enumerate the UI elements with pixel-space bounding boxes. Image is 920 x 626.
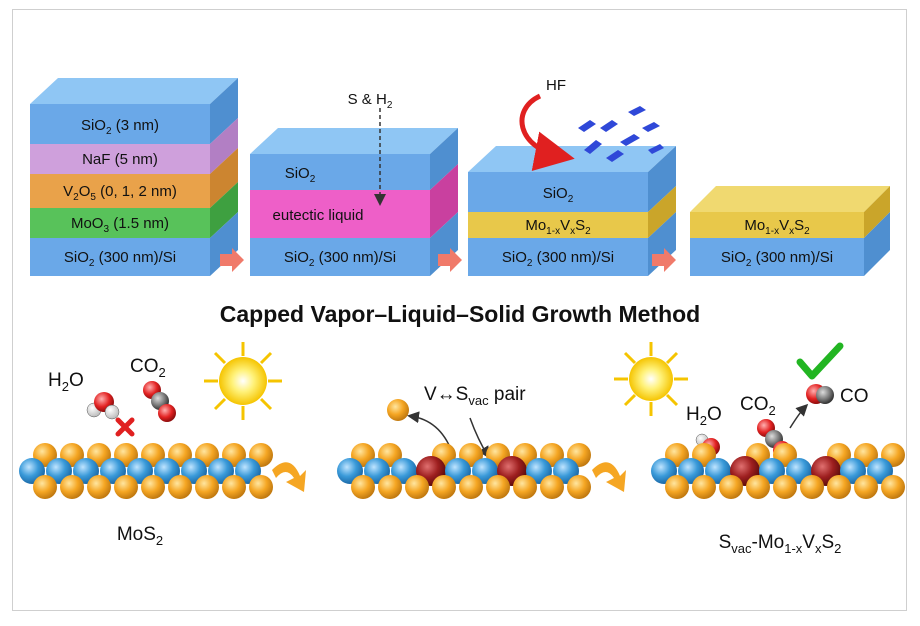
stack1-top-face	[30, 78, 238, 104]
layer-moo3	[30, 208, 210, 238]
label-moo3: MoO3 (1.5 nm)	[71, 215, 169, 235]
layer-substrate-1	[30, 238, 210, 276]
s-atom	[486, 475, 510, 499]
h2o-molecule-1	[86, 392, 120, 420]
label-sio2-etched: SiO2	[543, 185, 574, 205]
stack-1	[30, 78, 238, 276]
layer-substrate-4	[690, 238, 864, 276]
ejected-s-atom	[387, 399, 409, 421]
mos2-lattice	[19, 443, 273, 499]
label-substrate-1: SiO2 (300 nm)/Si	[64, 249, 176, 269]
layer-film-4	[690, 212, 864, 238]
label-substrate-2: SiO2 (300 nm)/Si	[284, 249, 396, 269]
s-atom	[405, 475, 429, 499]
label-film-3: Mo1-xVxS2	[525, 217, 591, 237]
s-atom	[87, 475, 111, 499]
layer-eutectic	[250, 190, 430, 238]
s-atom	[114, 475, 138, 499]
s-atom	[513, 475, 537, 499]
label-naf: NaF (5 nm)	[82, 151, 158, 168]
label-film-4: Mo1-xVxS2	[744, 217, 810, 237]
label-co2-1: CO2	[130, 356, 166, 380]
bottom-arrow-1	[272, 462, 306, 492]
s-atom	[665, 475, 689, 499]
s-atom	[719, 475, 743, 499]
label-co2-3: CO2	[740, 394, 776, 418]
process-arrows	[220, 248, 676, 272]
label-co: CO	[840, 386, 869, 407]
label-gas: S & H2	[348, 91, 393, 111]
co2-molecule-1	[143, 381, 176, 422]
etched-flakes	[578, 106, 664, 162]
layer-film-3	[468, 212, 648, 238]
stack-2	[250, 108, 458, 276]
label-h2o-3: H2O	[686, 404, 722, 428]
s-atom	[540, 475, 564, 499]
label-sio2-3nm: SiO2 (3 nm)	[81, 117, 159, 137]
s-atom	[881, 475, 905, 499]
s-atom	[692, 475, 716, 499]
s-atom	[249, 475, 273, 499]
process-arrow-1	[220, 248, 244, 272]
process-arrow-2	[438, 248, 462, 272]
figure-title: Capped Vapor–Liquid–Solid Growth Method	[220, 301, 700, 327]
stack-4	[690, 186, 890, 276]
sun-icon-1	[204, 342, 282, 420]
label-vs-pair: V↔Svac pair	[424, 384, 526, 408]
layer-v2o5	[30, 174, 210, 208]
s-atom	[746, 475, 770, 499]
check-icon	[796, 342, 844, 380]
s-atom	[773, 475, 797, 499]
layer-substrate-3	[468, 238, 648, 276]
sun-icon-2	[614, 342, 688, 416]
process-arrow-3	[652, 248, 676, 272]
s-atom	[141, 475, 165, 499]
bottom-arrows	[272, 462, 626, 492]
bottom-arrow-2	[592, 462, 626, 492]
co-molecule	[806, 384, 834, 404]
s-atom	[222, 475, 246, 499]
label-v2o5: V2O5 (0, 1, 2 nm)	[63, 183, 177, 203]
label-hf: HF	[546, 77, 566, 94]
vacancy-lattice	[651, 443, 905, 499]
s-atom	[459, 475, 483, 499]
label-sio2-cap: SiO2	[285, 165, 316, 185]
s-atom	[378, 475, 402, 499]
layer-sio2-cap	[250, 154, 430, 190]
s-atom	[827, 475, 851, 499]
layer-sio2-etched	[468, 172, 648, 212]
label-substrate-4: SiO2 (300 nm)/Si	[721, 249, 833, 269]
blocked-icon	[115, 417, 135, 437]
s-atom	[60, 475, 84, 499]
reaction-arrow	[789, 403, 809, 429]
s-atom	[432, 475, 456, 499]
s-atom	[854, 475, 878, 499]
s-atom	[351, 475, 375, 499]
s-atom	[195, 475, 219, 499]
layer-naf	[30, 144, 210, 174]
stack-3	[468, 93, 676, 276]
s-atom	[33, 475, 57, 499]
vanadium-doped-lattice	[337, 443, 591, 499]
layer-substrate-2	[250, 238, 430, 276]
layer-sio2-3nm	[30, 104, 210, 144]
label-svac-alloy: Svac-Mo1-xVxS2	[719, 532, 842, 556]
label-h2o-1: H2O	[48, 370, 84, 394]
label-eutectic: eutectic liquid	[273, 207, 364, 224]
s-atom	[567, 475, 591, 499]
s-atom	[168, 475, 192, 499]
hf-arrow	[519, 93, 575, 171]
label-mos2: MoS2	[117, 524, 163, 548]
label-substrate-3: SiO2 (300 nm)/Si	[502, 249, 614, 269]
s-atom	[800, 475, 824, 499]
